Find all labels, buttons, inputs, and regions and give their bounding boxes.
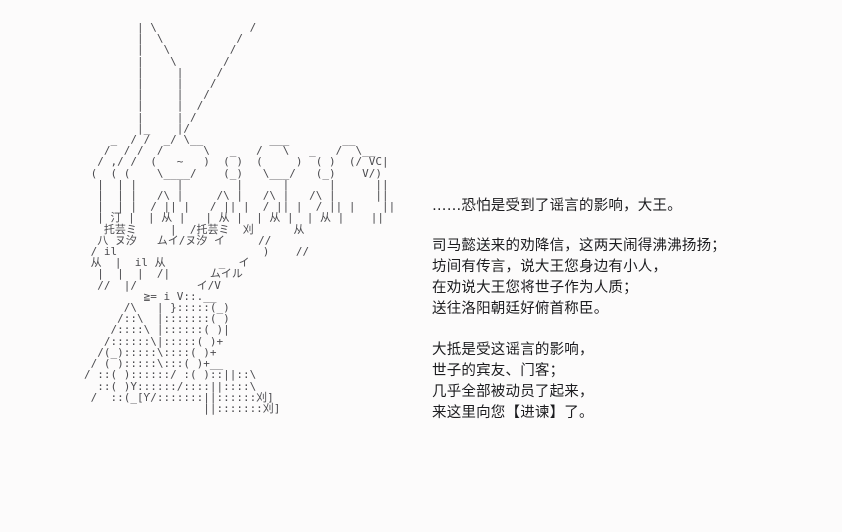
character-ascii-art: | \ / | \ / | \ / | \ / | | / | | / | | …	[84, 21, 396, 415]
dialogue-line: 送往洛阳朝廷好俯首称臣。	[432, 301, 609, 317]
dialogue-paragraph-3: 大抵是受这谣言的影响， 世子的宾友、门客； 几乎全部被动员了起来， 来这里向您【…	[432, 340, 832, 424]
dialogue-line: 坊间有传言，说大王您身边有小人，	[432, 259, 668, 275]
dialogue-line: 几乎全部被动员了起来，	[432, 384, 594, 400]
dialogue-line: 来这里向您【进谏】了。	[432, 405, 594, 421]
dialogue-paragraph-2: 司马懿送来的劝降信，这两天闹得沸沸扬扬； 坊间有传言，说大王您身边有小人， 在劝…	[432, 236, 832, 320]
dialogue-line: 在劝说大王您将世子作为人质；	[432, 280, 638, 296]
dialogue-line: 世子的宾友、门客；	[432, 363, 565, 379]
dialogue-line: 司马懿送来的劝降信，这两天闹得沸沸扬扬；	[432, 238, 726, 254]
paragraph-spacer	[432, 217, 832, 236]
dialogue-panel: ……恐怕是受到了谣言的影响，大王。 司马懿送来的劝降信，这两天闹得沸沸扬扬； 坊…	[432, 196, 832, 424]
paragraph-spacer	[432, 320, 832, 340]
ascii-art-panel: | \ / | \ / | \ / | \ / | | / | | / | | …	[84, 21, 396, 415]
dialogue-line: 大抵是受这谣言的影响，	[432, 342, 594, 358]
dialogue-line: ……恐怕是受到了谣言的影响，大王。	[432, 198, 682, 214]
dialogue-paragraph-1: ……恐怕是受到了谣言的影响，大王。	[432, 196, 832, 217]
